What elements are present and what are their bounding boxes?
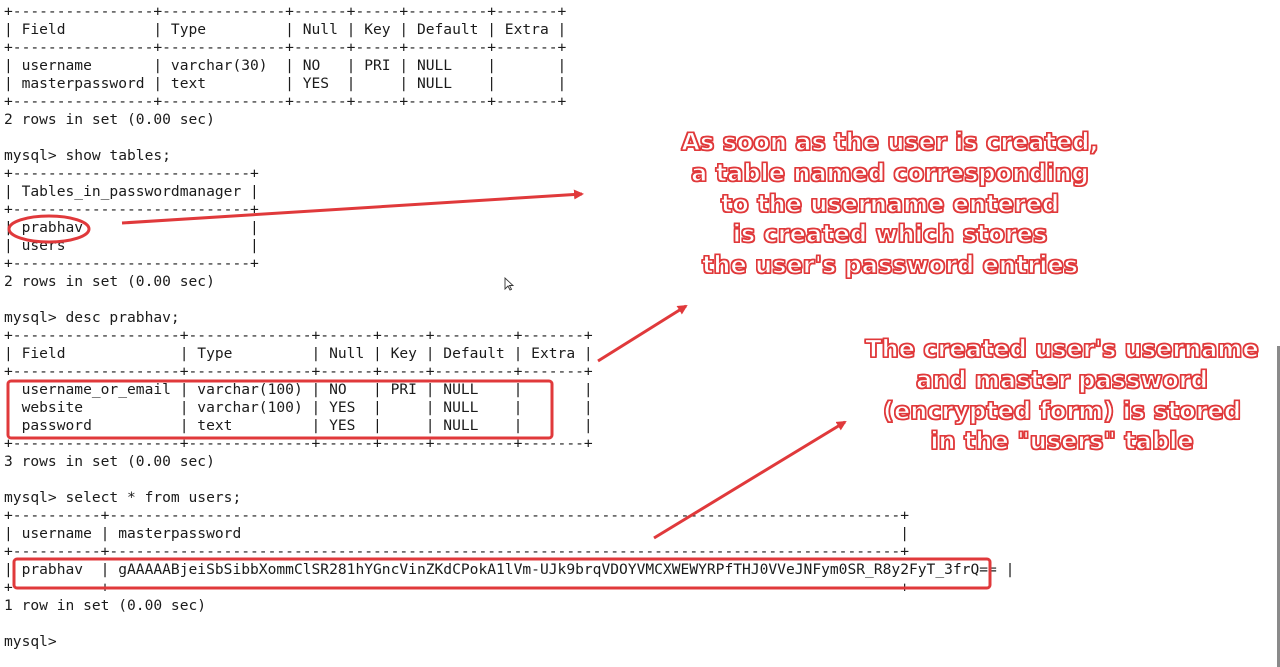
command-line: mysql> select * from users; — [4, 489, 242, 506]
command-line: mysql> show tables; — [4, 147, 171, 164]
result-summary: 3 rows in set (0.00 sec) — [4, 453, 215, 470]
table-row: | users | — [4, 237, 259, 254]
result-summary: 1 row in set (0.00 sec) — [4, 597, 207, 614]
table-row: | prabhav | — [4, 219, 259, 236]
header-row: | Tables_in_passwordmanager | — [4, 183, 259, 200]
table-row: | prabhav | gAAAAABjeiSbSibbXommClSR281h… — [4, 561, 1015, 578]
table-row: | username_or_email | varchar(100) | NO … — [4, 381, 593, 398]
header-row: | Field | Type | Null | Key | Default | … — [4, 21, 567, 38]
table-row: | password | text | YES | | NULL | | — [4, 417, 593, 434]
header-row: | Field | Type | Null | Key | Default | … — [4, 345, 593, 362]
result-summary: 2 rows in set (0.00 sec) — [4, 273, 215, 290]
border-line: +-------------------+--------------+----… — [4, 363, 593, 380]
border-line: +----------+----------------------------… — [4, 507, 909, 524]
border-line: +----------------+--------------+------+… — [4, 39, 567, 56]
border-line: +---------------------------+ — [4, 255, 259, 272]
command-line: mysql> desc prabhav; — [4, 309, 180, 326]
border-line: +---------------------------+ — [4, 165, 259, 182]
border-line: +---------------------------+ — [4, 201, 259, 218]
border-line: +-------------------+--------------+----… — [4, 327, 593, 344]
annotation-table-created: As soon as the user is created, a table … — [681, 127, 1100, 280]
table-row: | username | varchar(30) | NO | PRI | NU… — [4, 57, 567, 74]
border-line: +----------------+--------------+------+… — [4, 93, 567, 110]
border-line: +----------------+--------------+------+… — [4, 3, 567, 20]
border-line: +----------+----------------------------… — [4, 543, 909, 560]
border-line: +-------------------+--------------+----… — [4, 435, 593, 452]
table-row: | website | varchar(100) | YES | | NULL … — [4, 399, 593, 416]
table-row: | masterpassword | text | YES | | NULL |… — [4, 75, 567, 92]
vertical-scrollbar[interactable] — [1277, 346, 1280, 667]
border-line: +----------+----------------------------… — [4, 579, 909, 596]
result-summary: 2 rows in set (0.00 sec) — [4, 111, 215, 128]
prompt-line[interactable]: mysql> — [4, 633, 57, 650]
header-row: | username | masterpassword | — [4, 525, 909, 542]
annotation-users-stored: The created user's username and master p… — [865, 334, 1260, 456]
